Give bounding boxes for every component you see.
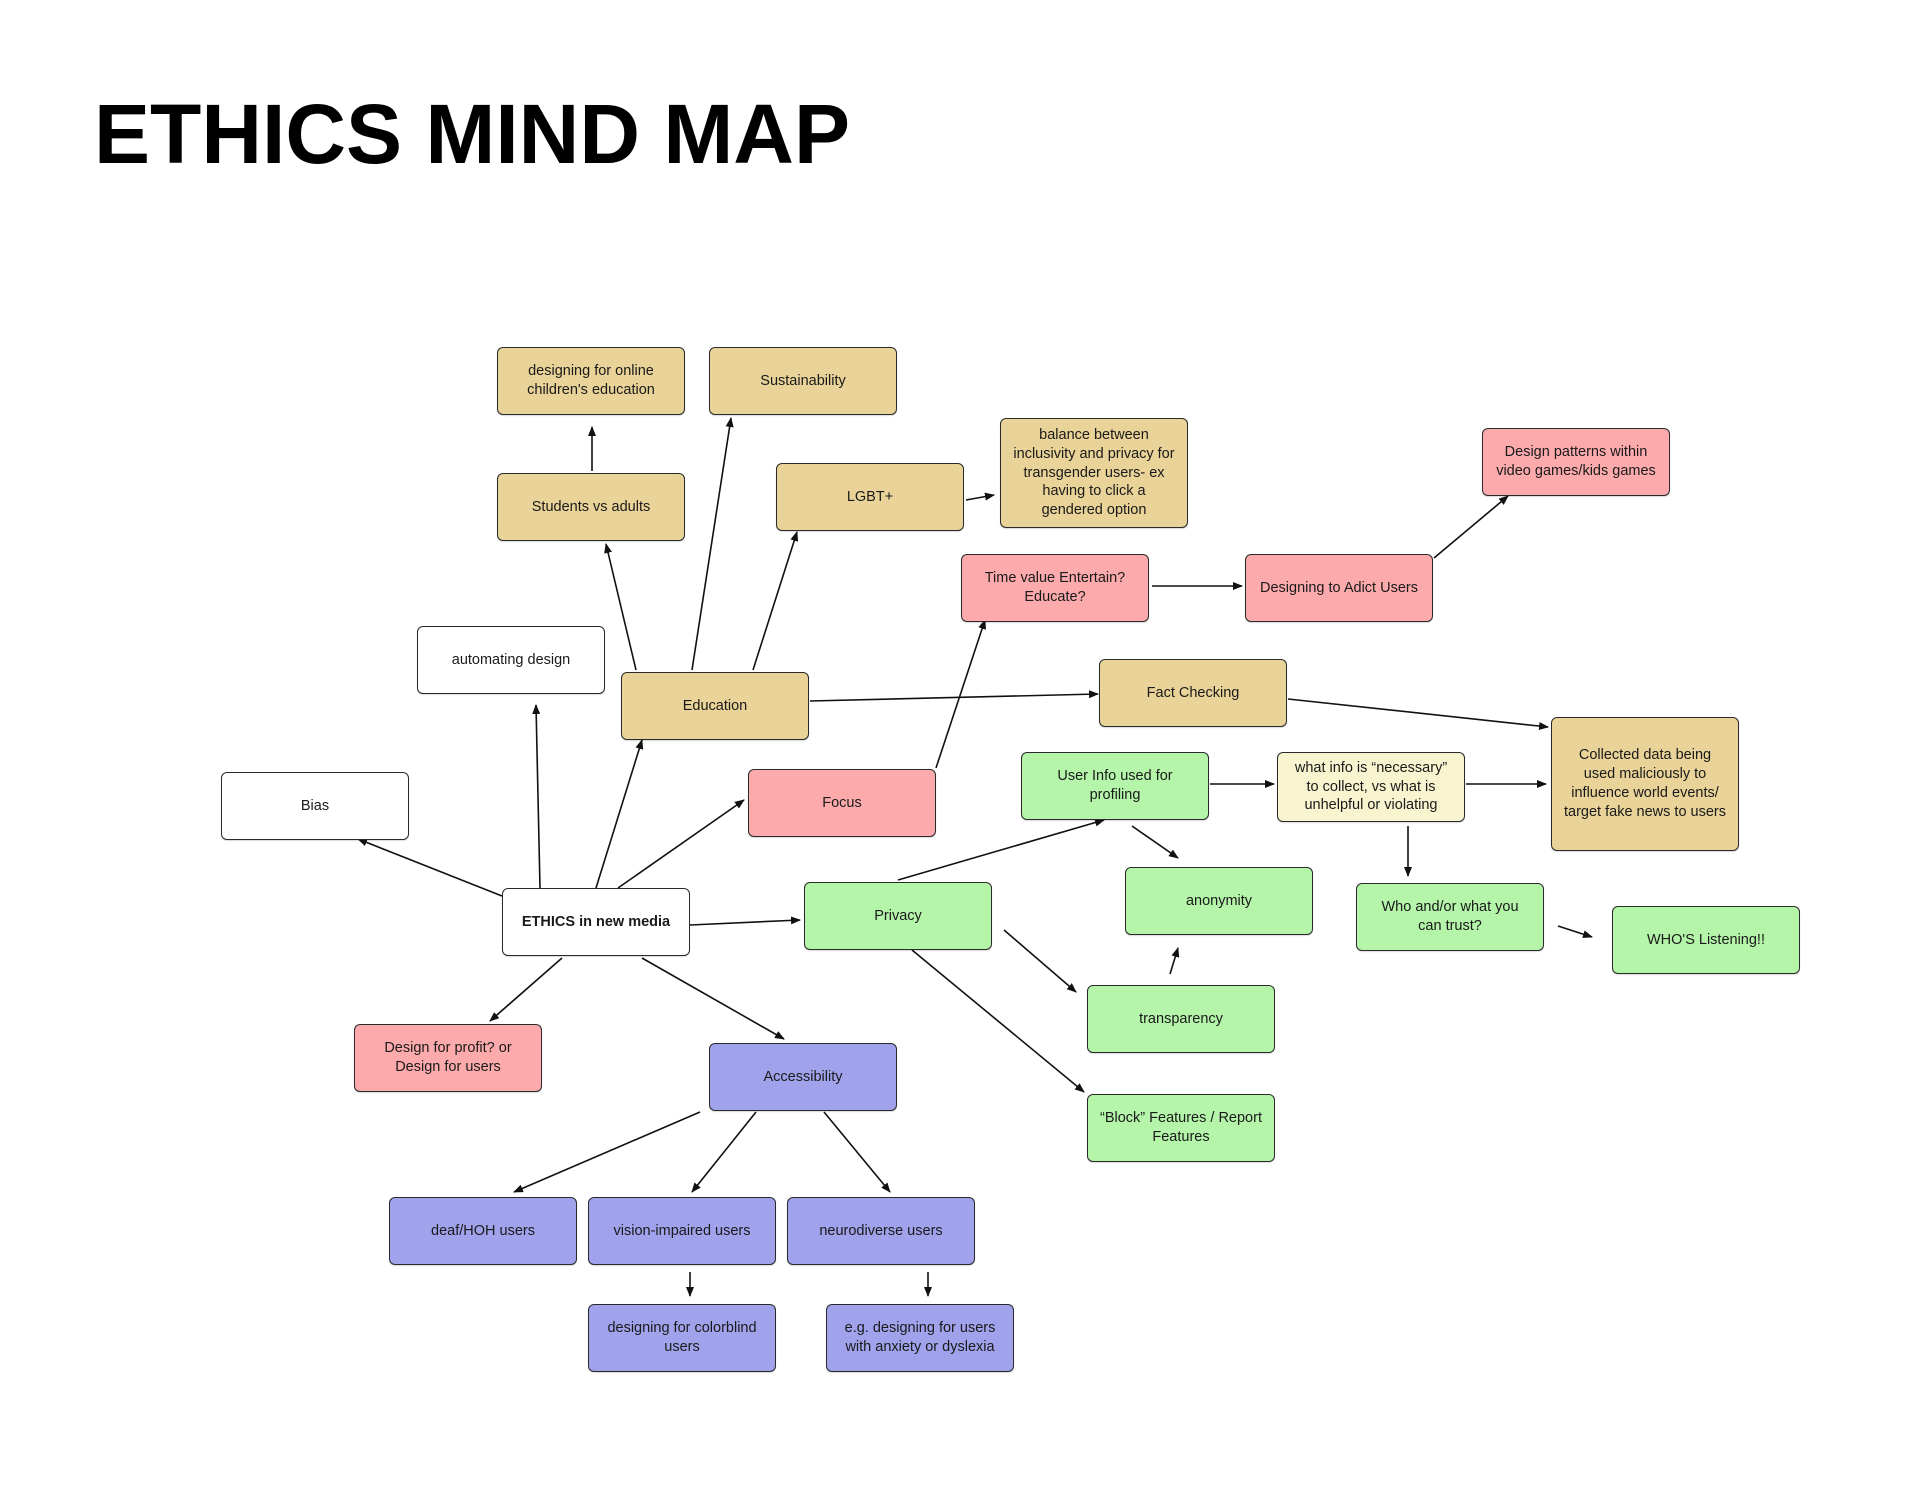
node-whos-listening[interactable]: WHO'S Listening!! bbox=[1612, 906, 1800, 974]
node-focus[interactable]: Focus bbox=[748, 769, 936, 837]
arrow-userinfo-to-anonymity bbox=[1131, 825, 1179, 859]
arrow-privacy-to-userinfo bbox=[897, 818, 1105, 881]
arrow-ethics-to-accessibility bbox=[641, 957, 785, 1040]
node-balance-inclusivity-privacy[interactable]: balance between inclusivity and privacy … bbox=[1000, 418, 1188, 528]
node-neurodiverse-users[interactable]: neurodiverse users bbox=[787, 1197, 975, 1265]
arrow-lgbt-to-balance bbox=[965, 492, 995, 501]
node-transparency[interactable]: transparency bbox=[1087, 985, 1275, 1053]
arrow-education-to-students bbox=[604, 543, 637, 671]
node-block-report-features[interactable]: “Block” Features / Report Features bbox=[1087, 1094, 1275, 1162]
node-necessary-info[interactable]: what info is “necessary” to collect, vs … bbox=[1277, 752, 1465, 822]
arrow-whotrust-to-listening bbox=[1557, 925, 1593, 939]
node-vision-impaired-users[interactable]: vision-impaired users bbox=[588, 1197, 776, 1265]
node-students-vs-adults[interactable]: Students vs adults bbox=[497, 473, 685, 541]
node-deaf-hoh-users[interactable]: deaf/HOH users bbox=[389, 1197, 577, 1265]
node-fact-checking[interactable]: Fact Checking bbox=[1099, 659, 1287, 727]
node-video-game-patterns[interactable]: Design patterns within video games/kids … bbox=[1482, 428, 1670, 496]
arrow-ethics-to-focus bbox=[617, 799, 745, 889]
arrow-accessibility-to-neuro bbox=[823, 1111, 891, 1193]
arrow-accessibility-to-vision bbox=[691, 1111, 757, 1193]
node-accessibility[interactable]: Accessibility bbox=[709, 1043, 897, 1111]
arrow-ethics-to-bias bbox=[357, 838, 503, 897]
arrow-factchecking-to-collected bbox=[1287, 698, 1549, 731]
node-collected-data[interactable]: Collected data being used maliciously to… bbox=[1551, 717, 1739, 851]
arrow-addict-to-videogames bbox=[1433, 495, 1509, 559]
arrow-ethics-to-profit bbox=[489, 957, 563, 1022]
node-user-info-profiling[interactable]: User Info used for profiling bbox=[1021, 752, 1209, 820]
arrow-ethics-to-automating bbox=[532, 704, 541, 889]
node-design-for-profit[interactable]: Design for profit? or Design for users bbox=[354, 1024, 542, 1092]
arrow-ethics-to-privacy bbox=[689, 916, 801, 926]
arrow-transparency-to-anonymity bbox=[1169, 947, 1180, 975]
page-title: ETHICS MIND MAP bbox=[94, 87, 850, 181]
node-ethics-in-new-media[interactable]: ETHICS in new media bbox=[502, 888, 690, 956]
arrow-education-to-lgbt bbox=[752, 531, 799, 671]
node-anonymity[interactable]: anonymity bbox=[1125, 867, 1313, 935]
node-privacy[interactable]: Privacy bbox=[804, 882, 992, 950]
node-time-value[interactable]: Time value Entertain?Educate? bbox=[961, 554, 1149, 622]
node-education[interactable]: Education bbox=[621, 672, 809, 740]
arrow-privacy-to-block bbox=[911, 949, 1085, 1093]
node-bias[interactable]: Bias bbox=[221, 772, 409, 840]
node-childrens-education[interactable]: designing for online children's educatio… bbox=[497, 347, 685, 415]
node-colorblind-design[interactable]: designing for colorblind users bbox=[588, 1304, 776, 1372]
arrow-ethics-to-education bbox=[595, 739, 644, 889]
node-automating-design[interactable]: automating design bbox=[417, 626, 605, 694]
arrow-privacy-to-transparency bbox=[1003, 929, 1077, 993]
node-who-can-you-trust[interactable]: Who and/or what you can trust? bbox=[1356, 883, 1544, 951]
node-lgbt[interactable]: LGBT+ bbox=[776, 463, 964, 531]
arrow-education-to-factchecking bbox=[809, 690, 1099, 702]
arrow-education-to-sustainability bbox=[691, 417, 734, 671]
node-designing-to-addict[interactable]: Designing to Adict Users bbox=[1245, 554, 1433, 622]
arrow-accessibility-to-deaf bbox=[513, 1111, 701, 1193]
arrow-focus-to-timevalue bbox=[935, 619, 986, 769]
node-sustainability[interactable]: Sustainability bbox=[709, 347, 897, 415]
node-anxiety-dyslexia-design[interactable]: e.g. designing for users with anxiety or… bbox=[826, 1304, 1014, 1372]
